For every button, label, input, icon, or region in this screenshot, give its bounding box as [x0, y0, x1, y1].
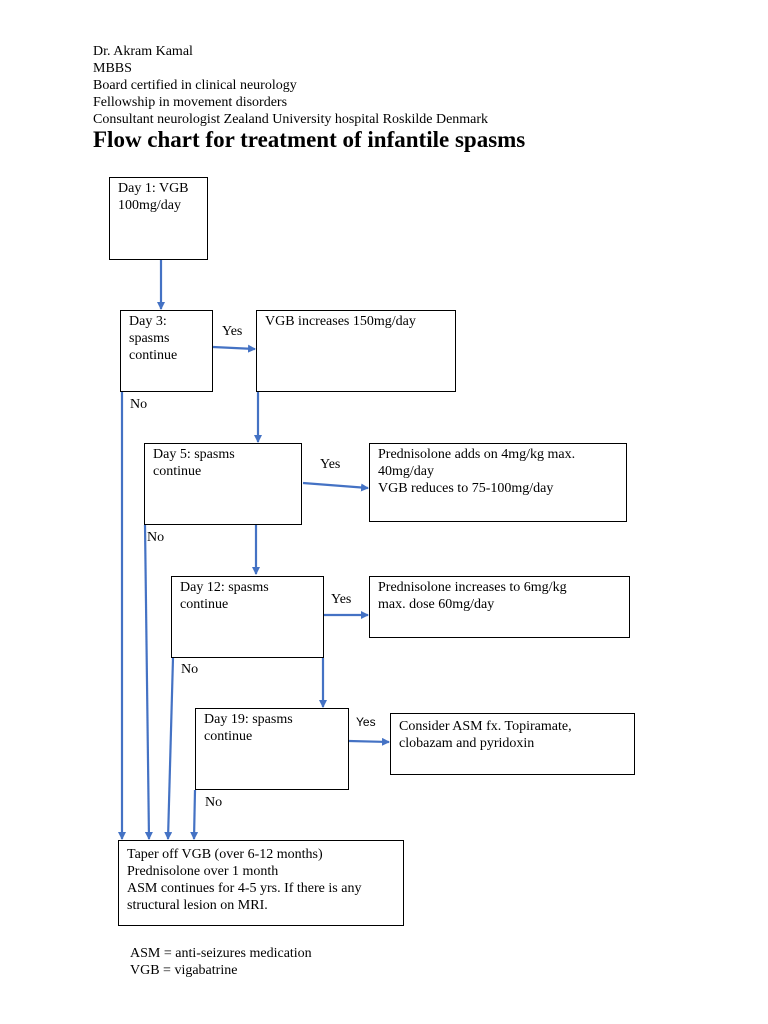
- node-day12-line: Day 12: spasms: [180, 580, 269, 595]
- page-title: Flow chart for treatment of infantile sp…: [93, 127, 526, 152]
- legend: ASM = anti-seizures medication VGB = vig…: [130, 945, 312, 979]
- node-taper: Taper off VGB (over 6-12 months) Prednis…: [118, 840, 404, 926]
- author-block: Dr. Akram Kamal MBBS Board certified in …: [93, 43, 488, 128]
- node-day12: Day 12: spasms continue: [171, 576, 324, 658]
- legend-asm: ASM = anti-seizures medication: [130, 946, 312, 961]
- legend-vgb: VGB = vigabatrine: [130, 963, 238, 978]
- node-vgb-increase-line: VGB increases 150mg/day: [265, 314, 416, 329]
- label-yes-day19: Yes: [356, 715, 376, 729]
- arrow-day3-yes: [212, 344, 256, 353]
- node-prednisolone-add-line: Prednisolone adds on 4mg/kg max.: [378, 447, 576, 462]
- node-taper-line: ASM continues for 4-5 yrs. If there is a…: [127, 881, 362, 896]
- author-degree: MBBS: [93, 61, 132, 76]
- node-prednisolone-add-line: 40mg/day: [378, 464, 434, 479]
- node-taper-line: Taper off VGB (over 6-12 months): [127, 847, 323, 862]
- arrow-day5-yes: [302, 481, 369, 492]
- node-consider-asm: Consider ASM fx. Topiramate, clobazam an…: [390, 713, 635, 775]
- author-fellowship: Fellowship in movement disorders: [93, 95, 288, 110]
- node-prednisolone-increase-line: max. dose 60mg/day: [378, 597, 495, 612]
- node-day3-line: spasms: [129, 331, 170, 346]
- arrow-day19-no: [190, 789, 199, 840]
- label-no-day3: No: [130, 397, 148, 412]
- node-day19-line: Day 19: spasms: [204, 712, 293, 727]
- node-day19-line: continue: [204, 729, 253, 744]
- arrow-day19-yes: [348, 737, 390, 746]
- arrow-day5-no: [143, 524, 153, 840]
- label-yes-day3: Yes: [222, 324, 243, 339]
- node-day12-line: continue: [180, 597, 229, 612]
- node-prednisolone-increase: Prednisolone increases to 6mg/kg max. do…: [369, 576, 630, 638]
- node-prednisolone-increase-line: Prednisolone increases to 6mg/kg: [378, 580, 567, 595]
- node-day3-line: continue: [129, 348, 178, 363]
- node-day5: Day 5: spasms continue: [144, 443, 302, 525]
- label-no-day5: No: [147, 530, 165, 545]
- label-yes-day5: Yes: [320, 457, 341, 472]
- node-day1-line: Day 1: VGB: [118, 181, 189, 196]
- node-day1-line: 100mg/day: [118, 198, 181, 213]
- node-taper-line: Prednisolone over 1 month: [127, 864, 279, 879]
- label-no-day19: No: [205, 795, 223, 810]
- label-no-day12: No: [181, 662, 199, 677]
- label-yes-day12: Yes: [331, 592, 352, 607]
- arrow-day12-no: [164, 657, 175, 840]
- node-prednisolone-add-line: VGB reduces to 75-100mg/day: [378, 481, 554, 496]
- node-vgb-increase: VGB increases 150mg/day: [256, 310, 456, 392]
- node-consider-asm-line: Consider ASM fx. Topiramate,: [399, 719, 572, 734]
- author-position: Consultant neurologist Zealand Universit…: [93, 112, 489, 127]
- author-certification: Board certified in clinical neurology: [93, 78, 297, 93]
- author-name: Dr. Akram Kamal: [93, 44, 193, 59]
- node-day1: Day 1: VGB 100mg/day: [109, 177, 208, 260]
- node-prednisolone-add: Prednisolone adds on 4mg/kg max. 40mg/da…: [369, 443, 627, 522]
- node-day3-line: Day 3:: [129, 314, 167, 329]
- node-consider-asm-line: clobazam and pyridoxin: [399, 736, 535, 751]
- node-taper-line: structural lesion on MRI.: [127, 898, 268, 913]
- node-day5-line: continue: [153, 464, 202, 479]
- node-day19: Day 19: spasms continue: [195, 708, 349, 790]
- node-day3: Day 3: spasms continue: [120, 310, 213, 392]
- node-day5-line: Day 5: spasms: [153, 447, 235, 462]
